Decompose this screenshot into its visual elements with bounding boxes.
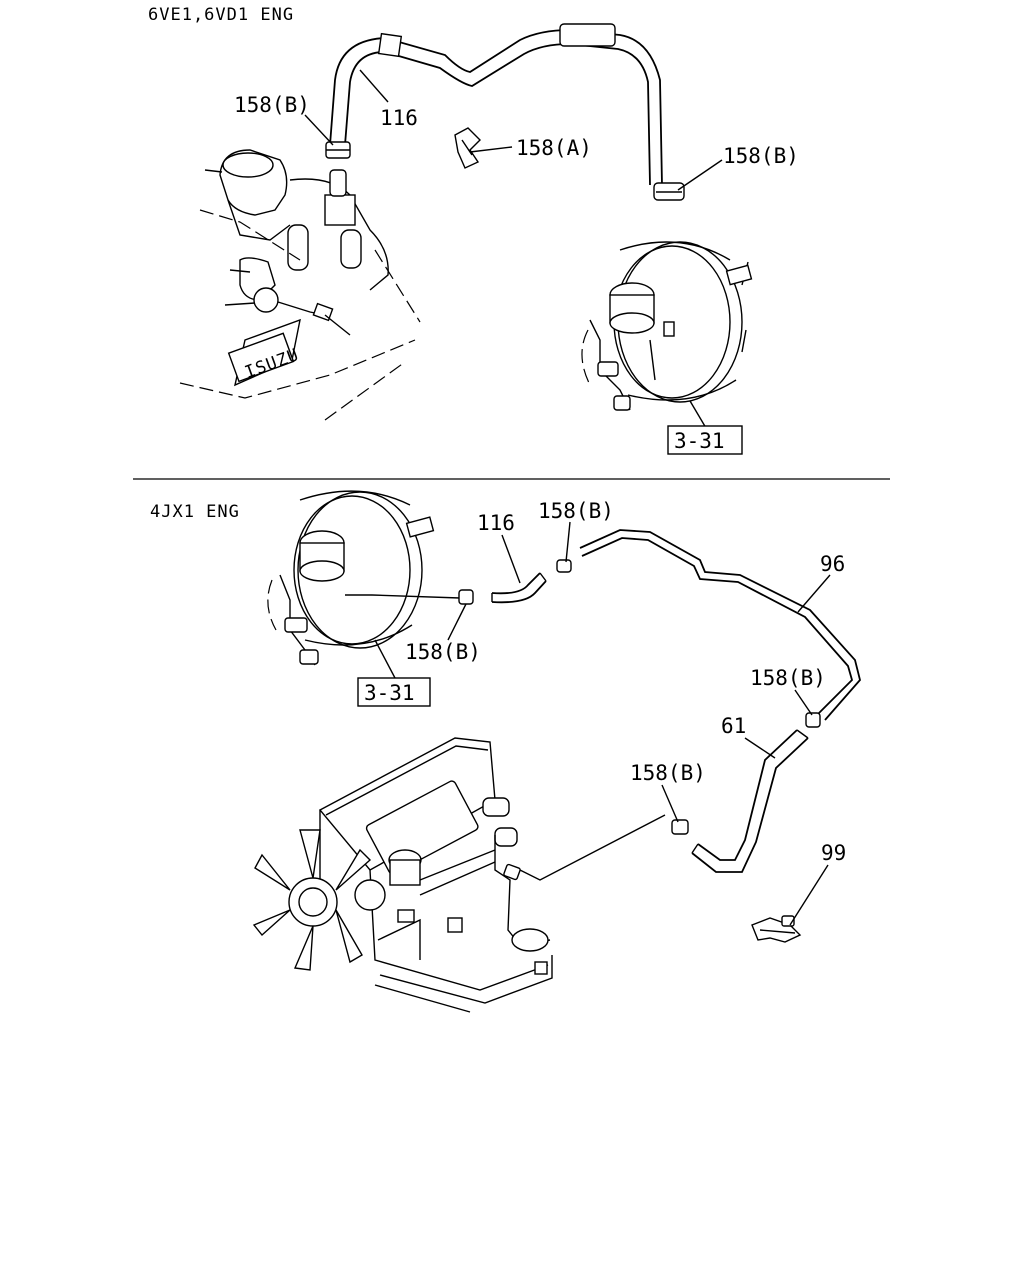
label-99: 99 <box>821 841 846 865</box>
clip-158b-top-right <box>653 182 685 201</box>
vacuum-hose-116-bottom <box>491 572 547 604</box>
label-158b-bottom-top: 158(B) <box>538 499 614 523</box>
label-61: 61 <box>721 714 746 738</box>
brake-booster-top <box>581 241 753 411</box>
section-title-top: 6VE1,6VD1 ENG <box>148 5 294 25</box>
label-116-bottom: 116 <box>477 511 515 535</box>
clip-158a <box>454 127 481 169</box>
leaders-bottom <box>374 521 831 926</box>
clip-158b-top-left <box>325 141 351 159</box>
clip-158b-bottom-low <box>671 819 689 835</box>
label-158b-bottom-low: 158(B) <box>630 761 706 785</box>
hose-to-engine <box>519 814 666 881</box>
label-158b-bottom-mid: 158(B) <box>405 640 481 664</box>
label-96: 96 <box>820 552 845 576</box>
clip-158b-bottom-top <box>556 559 572 573</box>
brake-booster-bottom <box>267 490 461 666</box>
ref-box-bottom <box>357 677 431 707</box>
ref-box-top-label: 3-31 <box>674 429 725 453</box>
vacuum-pipe-96 <box>579 529 861 721</box>
section-title-bottom: 4JX1 ENG <box>150 502 240 522</box>
vacuum-hose-116-top <box>329 23 663 186</box>
clip-158b-bottom-right <box>805 712 821 728</box>
label-116-top: 116 <box>380 106 418 130</box>
vacuum-hose-61 <box>691 729 809 873</box>
label-158b-top-left: 158(B) <box>234 93 310 117</box>
label-158b-bottom-right: 158(B) <box>750 666 826 690</box>
label-158b-top-right: 158(B) <box>723 144 799 168</box>
ref-box-bottom-label: 3-31 <box>364 681 415 705</box>
engine-4jx1 <box>252 737 553 1013</box>
label-158a: 158(A) <box>516 136 592 160</box>
ref-box-top <box>667 425 743 455</box>
engine-6ve1-partial: ISUZU <box>179 149 421 421</box>
clip-158b-bottom-mid <box>458 589 474 605</box>
